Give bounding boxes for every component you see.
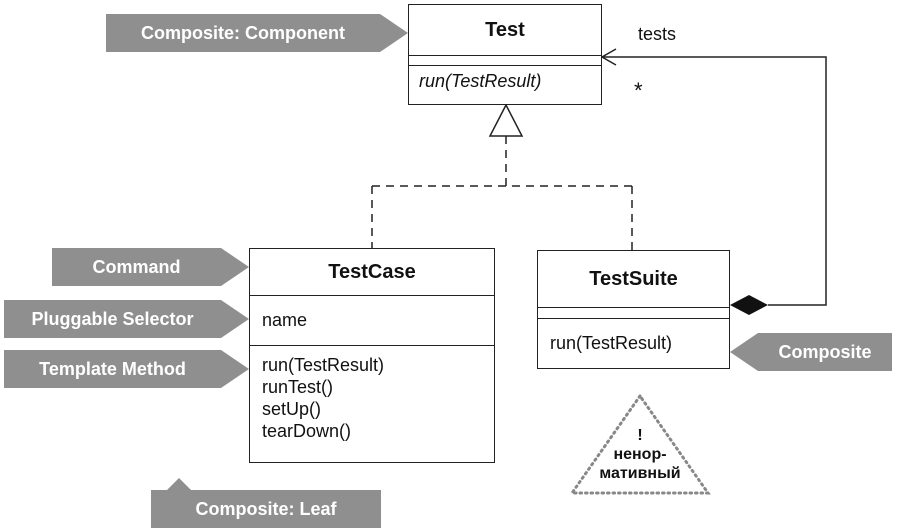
association-multiplicity: * bbox=[634, 78, 643, 103]
class-testsuite-operations: run(TestResult) bbox=[538, 318, 729, 367]
tag-pluggable-selector: Pluggable Selector bbox=[4, 300, 249, 338]
class-test[interactable]: Test run(TestResult) bbox=[408, 4, 602, 105]
association-role-label: tests bbox=[638, 24, 677, 44]
operation-run: run(TestResult) bbox=[419, 71, 542, 91]
operation-setup: setUp() bbox=[262, 399, 322, 419]
class-test-operations: run(TestResult) bbox=[409, 65, 601, 103]
warning-triangle bbox=[569, 393, 711, 495]
tag-template-method: Template Method bbox=[4, 350, 249, 388]
operation-run: run(TestResult) bbox=[262, 355, 385, 375]
class-testcase[interactable]: TestCase name run(TestResult) runTest() … bbox=[249, 248, 495, 463]
class-testcase-name: TestCase bbox=[328, 261, 416, 283]
operation-teardown: tearDown() bbox=[262, 421, 352, 441]
class-testsuite-name: TestSuite bbox=[589, 268, 678, 290]
class-testcase-operations: run(TestResult) runTest() setUp() tearDo… bbox=[250, 345, 494, 461]
inheritance-arrowhead bbox=[488, 103, 524, 137]
class-testsuite[interactable]: TestSuite run(TestResult) bbox=[537, 250, 730, 369]
operation-runtest: runTest() bbox=[262, 377, 334, 397]
tag-command: Command bbox=[52, 248, 249, 286]
generalization-lines bbox=[371, 136, 633, 250]
composition-association bbox=[600, 48, 827, 306]
tag-composite: Composite bbox=[730, 333, 892, 371]
class-test-name: Test bbox=[485, 19, 525, 41]
warning-label: ! ненор- мативный bbox=[590, 426, 690, 483]
attribute-name: name bbox=[262, 310, 308, 330]
tag-composite-component: Composite: Component bbox=[106, 14, 408, 52]
class-testsuite-attributes bbox=[538, 307, 729, 318]
warning-line1: ненор- bbox=[613, 446, 667, 463]
composition-diamond bbox=[730, 295, 768, 315]
class-test-attributes bbox=[409, 55, 601, 65]
warning-line2: мативный bbox=[599, 465, 681, 482]
class-testcase-attributes: name bbox=[250, 295, 494, 345]
operation-run: run(TestResult) bbox=[550, 333, 673, 353]
warning-mark: ! bbox=[637, 427, 643, 444]
